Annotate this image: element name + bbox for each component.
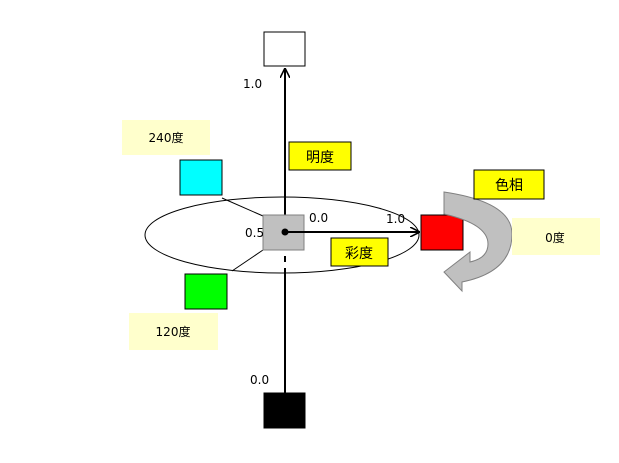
saturation-end-label: 1.0 [386,212,405,226]
saturation-box [330,237,389,267]
lightness-box [288,141,352,171]
center-value-label: 0.5 [245,226,264,240]
deg0-label: 0度 [545,230,565,245]
deg240-box [122,120,210,155]
deg240-label: 240度 [149,130,184,145]
hue-box [473,169,545,200]
hue-label: 色相 [495,177,523,194]
saturation-start-label: 0.0 [309,211,328,225]
cyan-swatch [179,159,223,196]
red-swatch [420,214,464,251]
deg0-box [512,218,600,255]
hue-rotation-arrow-icon [443,191,513,293]
origin-dot [281,228,289,236]
black-swatch [263,392,306,429]
bottom-value-label: 0.0 [250,373,269,387]
cyan-connector [221,197,264,217]
lightness-label: 明度 [306,150,334,166]
white-swatch [263,31,306,67]
deg120-box [129,313,218,350]
green-swatch [184,273,228,310]
green-connector [231,249,264,272]
top-value-label: 1.0 [243,77,262,91]
saturation-label: 彩度 [345,246,373,262]
deg120-label: 120度 [156,324,191,339]
